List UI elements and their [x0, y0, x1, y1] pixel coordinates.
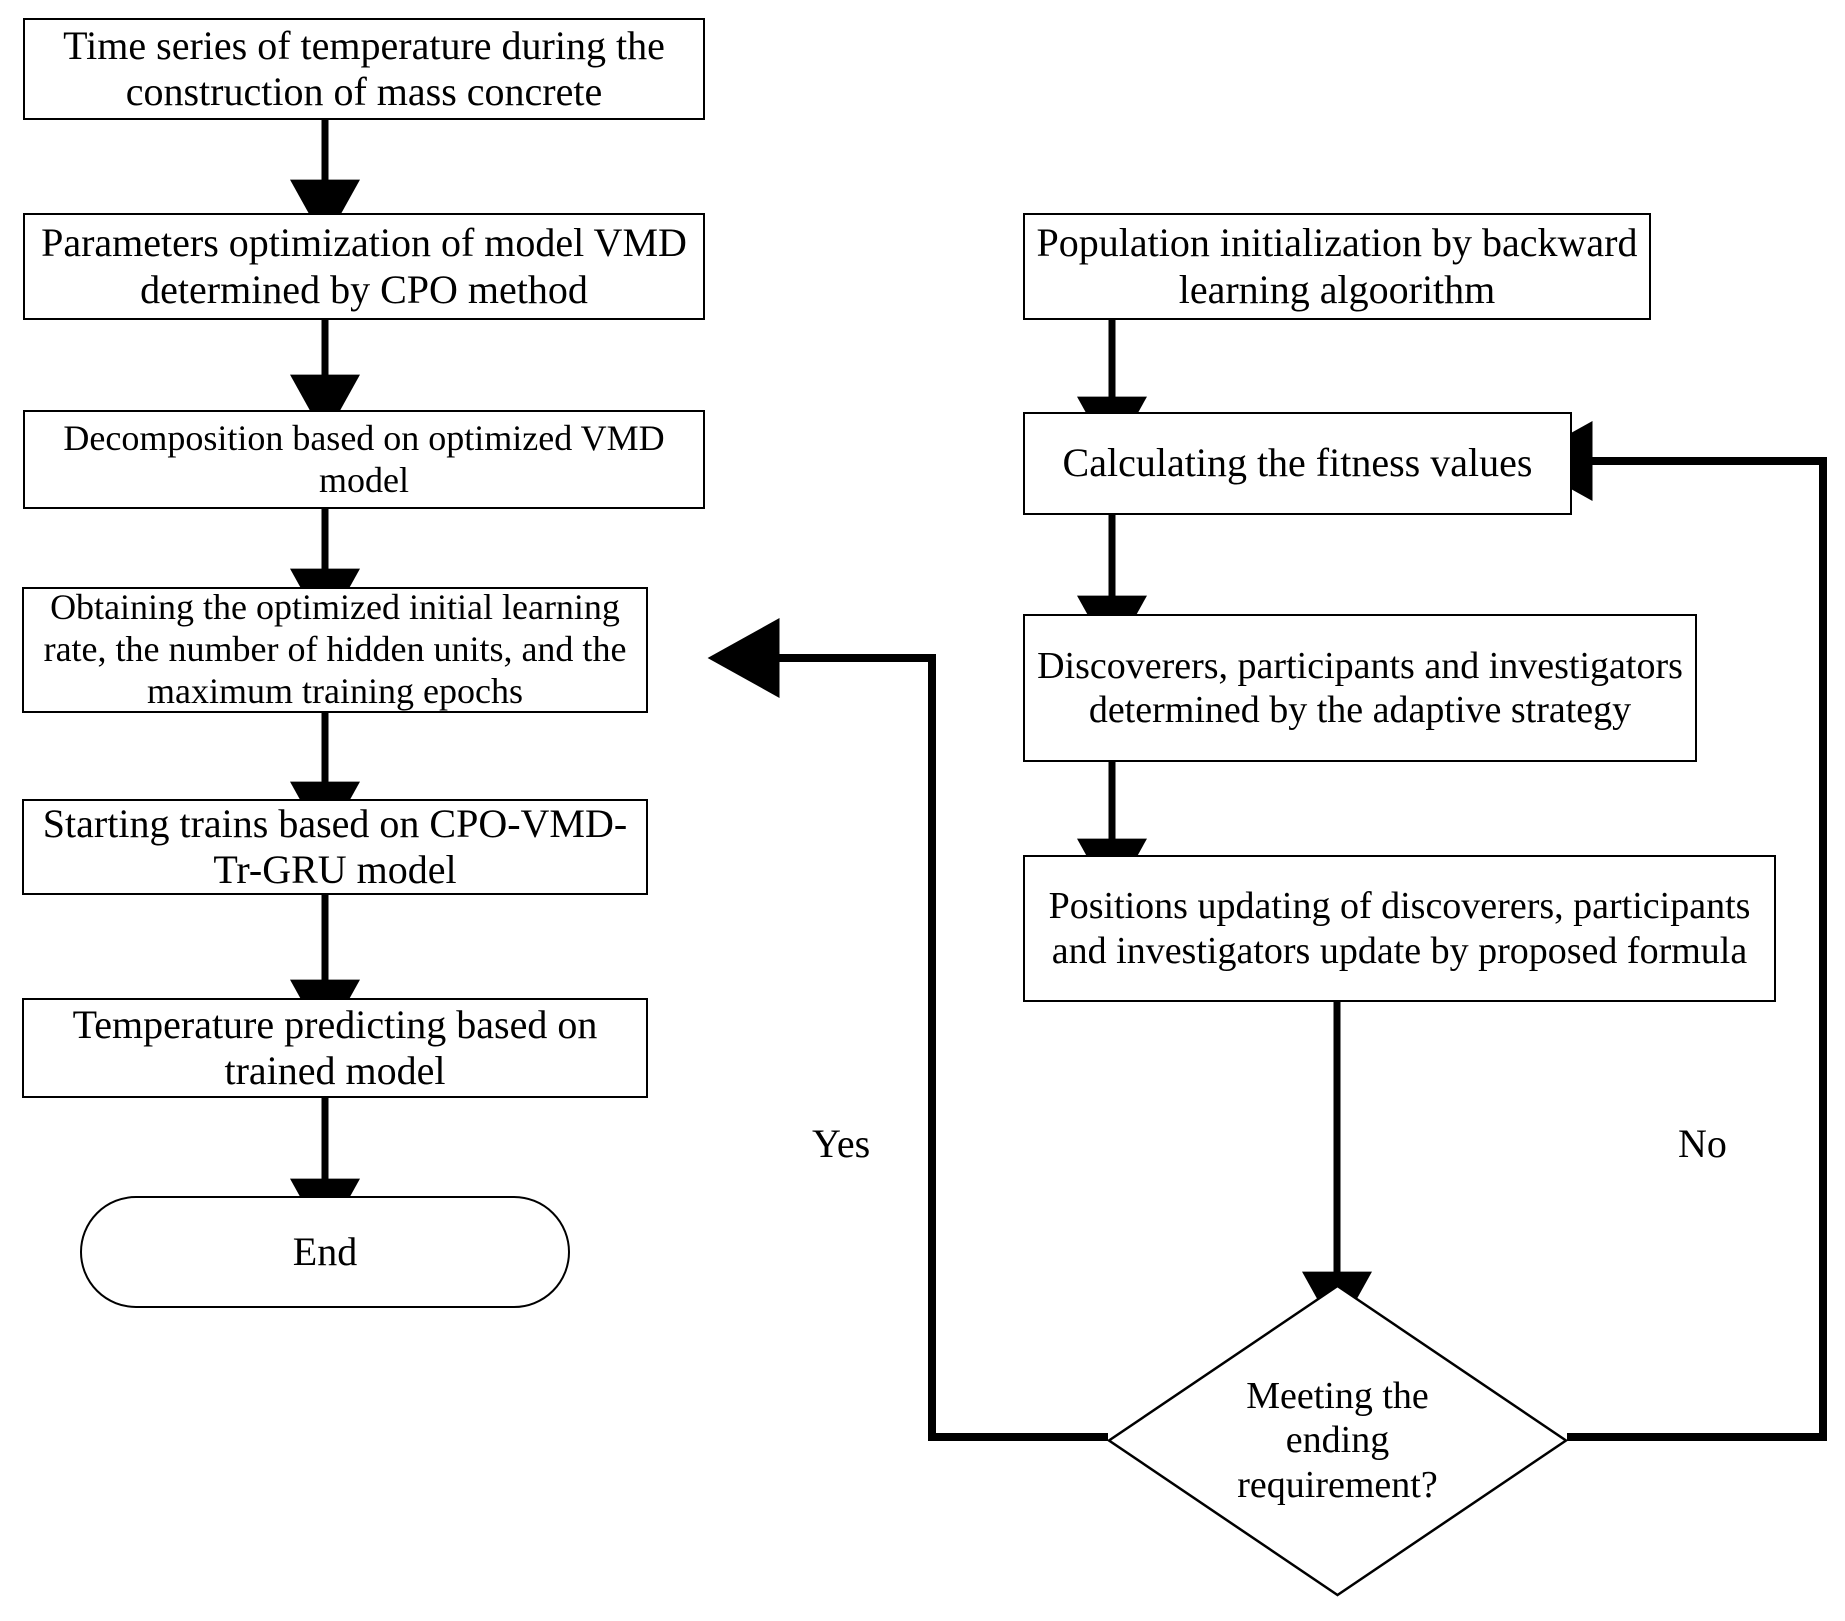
node-discoverers[interactable]: Discoverers, participants and investigat… — [1023, 614, 1697, 762]
node-positions-updating[interactable]: Positions updating of discoverers, parti… — [1023, 855, 1776, 1002]
node-population-initialization[interactable]: Population initialization by backward le… — [1023, 213, 1651, 320]
node-calculating-fitness[interactable]: Calculating the fitness values — [1023, 412, 1572, 515]
node-time-series[interactable]: Time series of temperature during the co… — [23, 18, 705, 120]
node-params-optimization[interactable]: Parameters optimization of model VMD det… — [23, 213, 705, 320]
node-positions-updating-label: Positions updating of discoverers, parti… — [1048, 885, 1751, 972]
edge-label-yes-text: Yes — [812, 1121, 871, 1166]
node-obtaining-params-label: Obtaining the optimized initial learning… — [43, 587, 627, 711]
node-temperature-predicting[interactable]: Temperature predicting based on trained … — [22, 998, 648, 1098]
node-calculating-fitness-label: Calculating the fitness values — [1062, 440, 1533, 486]
node-starting-trains-label: Starting trains based on CPO-VMD-Tr-GRU … — [42, 800, 628, 892]
edge-label-no: No — [1678, 1120, 1727, 1167]
diamond-shape — [1106, 1284, 1569, 1597]
node-obtaining-params[interactable]: Obtaining the optimized initial learning… — [22, 587, 648, 713]
edge-label-no-text: No — [1678, 1121, 1727, 1166]
node-params-optimization-label: Parameters optimization of model VMD det… — [41, 220, 687, 312]
node-decomposition[interactable]: Decomposition based on optimized VMD mod… — [23, 410, 705, 509]
edge-label-yes: Yes — [812, 1120, 870, 1167]
node-discoverers-label: Discoverers, participants and investigat… — [1037, 644, 1683, 731]
node-temperature-predicting-label: Temperature predicting based on trained … — [72, 1001, 598, 1093]
node-population-initialization-label: Population initialization by backward le… — [1036, 220, 1638, 312]
node-time-series-label: Time series of temperature during the co… — [63, 22, 665, 114]
node-end-label: End — [292, 1228, 358, 1274]
edge-yes-to-obtaining — [707, 618, 1108, 1441]
node-starting-trains[interactable]: Starting trains based on CPO-VMD-Tr-GRU … — [22, 799, 648, 895]
node-end[interactable]: End — [80, 1196, 570, 1308]
node-meeting-ending-requirement[interactable]: Meeting the ending requirement? — [1106, 1284, 1569, 1597]
node-decomposition-label: Decomposition based on optimized VMD mod… — [63, 417, 665, 500]
